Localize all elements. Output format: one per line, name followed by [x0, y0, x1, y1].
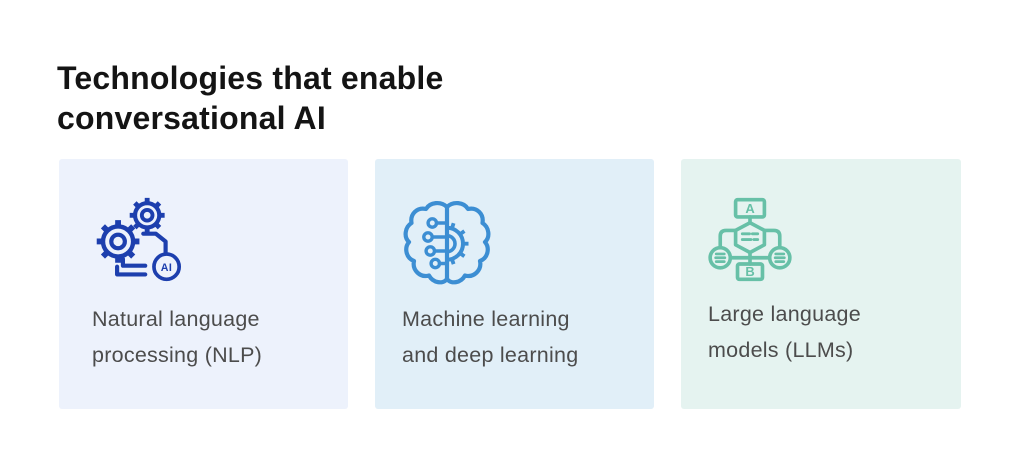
card-label-llm-line-2: models (LLMs) [708, 338, 854, 362]
page-title-line-2: conversational AI [57, 100, 326, 137]
card-label-ml-line-1: Machine learning [402, 307, 570, 331]
node-b-text: B [745, 264, 754, 279]
card-label-ml: Machine learning and deep learning [402, 301, 578, 373]
card-label-llm-line-1: Large language [708, 302, 861, 326]
card-label-nlp: Natural language processing (NLP) [92, 301, 262, 373]
technology-cards: AI Natural language processing (NLP) [59, 159, 961, 409]
llm-flowchart-icon: A B [708, 197, 792, 282]
gears-ai-icon: AI [96, 197, 182, 282]
card-label-llm: Large language models (LLMs) [708, 296, 861, 368]
card-label-nlp-line-1: Natural language [92, 307, 260, 331]
node-a-text: A [745, 201, 755, 216]
card-large-language-models: A B Large language models (LLMs) [681, 159, 961, 409]
card-label-ml-line-2: and deep learning [402, 343, 579, 367]
card-label-nlp-line-2: processing (NLP) [92, 343, 263, 367]
card-machine-learning: Machine learning and deep learning [375, 159, 654, 409]
brain-circuit-gear-icon [403, 201, 491, 285]
card-natural-language-processing: AI Natural language processing (NLP) [59, 159, 348, 409]
page-title: Technologies that enable conversational … [57, 58, 444, 138]
page-title-line-1: Technologies that enable [57, 60, 444, 97]
ai-badge-text: AI [161, 262, 173, 274]
